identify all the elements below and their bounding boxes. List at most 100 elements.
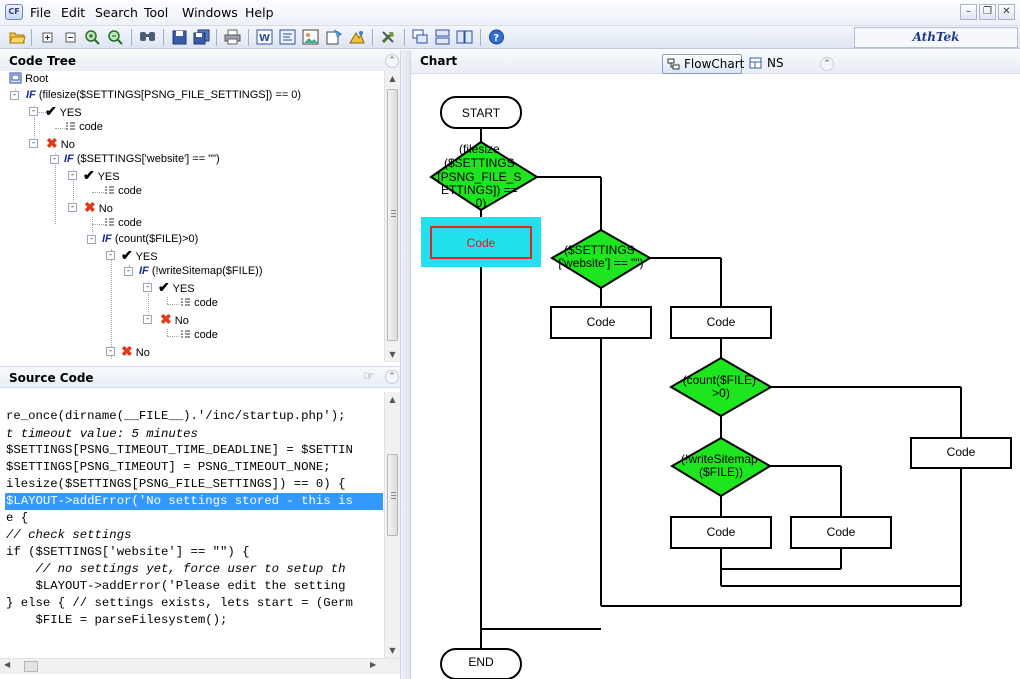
pin-icon[interactable]: ☞ <box>363 369 375 384</box>
cross-icon: ✖ <box>84 199 96 215</box>
collapse-icon[interactable] <box>62 29 79 45</box>
tree-toggle[interactable]: - <box>10 91 19 100</box>
tree-toggle[interactable]: - <box>29 107 38 116</box>
expand-icon[interactable] <box>39 29 56 45</box>
find-icon[interactable] <box>139 29 156 45</box>
save-icon[interactable] <box>171 29 188 45</box>
help-icon[interactable]: ? <box>488 29 505 45</box>
tree-toggle[interactable]: - <box>143 315 152 324</box>
tree-node-code[interactable]: code <box>104 215 142 231</box>
flowchart-code-label: Code <box>827 525 856 539</box>
minimize-button[interactable]: – <box>960 4 977 20</box>
tree-node-label: No <box>60 139 75 151</box>
zoom-in-icon[interactable] <box>84 29 101 45</box>
flowchart-decision-2[interactable] <box>550 228 652 290</box>
tree-node-yes[interactable]: ✔ YES <box>158 279 195 295</box>
tree-node-label: (filesize($SETTINGS[PSNG_FILE_SETTINGS])… <box>38 89 302 101</box>
tab-flowchart[interactable]: FlowChart <box>662 54 744 74</box>
flowchart-code-block[interactable] <box>790 516 892 549</box>
tree-node-code[interactable]: code <box>65 119 103 135</box>
source-code-hscrollbar[interactable]: ◀ ▶ <box>0 658 400 674</box>
tree-node-root[interactable]: Root <box>9 71 48 87</box>
layout-horizontal-icon[interactable] <box>434 29 451 45</box>
tree-node-if[interactable]: IF (filesize($SETTINGS[PSNG_FILE_SETTING… <box>26 87 301 103</box>
flowchart-canvas[interactable]: START (filesize ($SETTINGS [PSNG_FILE_S … <box>411 74 1020 679</box>
tree-node-no[interactable]: ✖ No <box>121 343 150 359</box>
source-code-collapse-button[interactable]: ⌃ <box>385 370 399 384</box>
tree-toggle[interactable]: - <box>87 235 96 244</box>
scroll-up-icon[interactable]: ▲ <box>389 74 396 83</box>
scroll-up-icon[interactable]: ▲ <box>389 395 396 404</box>
flowchart-decision-3[interactable] <box>669 356 773 418</box>
scroll-down-icon[interactable]: ▼ <box>389 350 396 359</box>
close-button[interactable]: ✕ <box>998 4 1015 20</box>
tree-node-code[interactable]: code <box>104 183 142 199</box>
export-code-icon[interactable] <box>279 29 296 45</box>
flowchart-code-block[interactable] <box>550 306 652 339</box>
tree-node-yes[interactable]: ✔ YES <box>83 167 120 183</box>
flowchart-code-block-selected[interactable] <box>430 226 532 259</box>
tree-node-no[interactable]: ✖ No <box>46 135 75 151</box>
panel-splitter[interactable] <box>400 50 411 679</box>
tree-node-yes[interactable]: ✔ YES <box>121 247 158 263</box>
scroll-right-icon[interactable]: ▶ <box>370 660 377 669</box>
flowchart-end-node[interactable] <box>440 648 522 679</box>
flowchart-code-block[interactable] <box>910 437 1012 469</box>
menu-edit[interactable]: Edit <box>61 5 86 20</box>
flowchart-start-node[interactable] <box>440 96 522 129</box>
scrollbar-thumb[interactable] <box>24 661 38 672</box>
cross-icon: ✖ <box>46 135 58 151</box>
menu-help[interactable]: Help <box>245 5 274 20</box>
tree-node-no[interactable]: ✖ No <box>160 311 189 327</box>
print-icon[interactable] <box>224 29 241 45</box>
flowchart-code-block[interactable] <box>670 306 772 339</box>
svg-text:W: W <box>259 33 270 44</box>
chart-collapse-button[interactable]: ⌃ <box>820 57 834 71</box>
tab-ns-chart[interactable]: NS Chart <box>746 54 820 88</box>
tree-node-if[interactable]: IF (count($FILE)>0) <box>102 231 198 247</box>
export-word-icon[interactable]: W <box>256 29 273 45</box>
zoom-out-icon[interactable] <box>107 29 124 45</box>
flowchart-code-block[interactable] <box>670 516 772 549</box>
decision-4-line: (!writeSitemap <box>681 452 758 466</box>
tree-toggle[interactable]: - <box>143 283 152 292</box>
code-tree-collapse-button[interactable]: ⌃ <box>385 54 399 68</box>
tree-toggle[interactable]: - <box>50 155 59 164</box>
tree-node-yes[interactable]: ✔ YES <box>45 103 82 119</box>
scrollbar-thumb[interactable] <box>387 89 398 341</box>
toolbar-separator <box>131 29 132 46</box>
tree-toggle[interactable]: - <box>106 251 115 260</box>
export-image-icon[interactable] <box>302 29 319 45</box>
source-code-vscrollbar[interactable]: ▲ ▼ <box>384 392 400 658</box>
settings-icon[interactable] <box>380 29 397 45</box>
menu-windows[interactable]: Windows <box>182 5 238 20</box>
tree-toggle[interactable]: - <box>68 171 77 180</box>
tree-toggle[interactable]: - <box>68 203 77 212</box>
export-other-icon[interactable] <box>348 29 365 45</box>
scroll-down-icon[interactable]: ▼ <box>389 646 396 655</box>
menu-search[interactable]: Search <box>95 5 138 20</box>
tree-node-if[interactable]: IF (!writeSitemap($FILE)) <box>139 263 262 279</box>
scroll-left-icon[interactable]: ◀ <box>4 660 11 669</box>
tree-toggle[interactable]: - <box>124 267 133 276</box>
save-all-icon[interactable] <box>193 29 210 45</box>
tree-node-if[interactable]: IF ($SETTINGS['website'] == "") <box>64 151 220 167</box>
source-code-editor[interactable]: re_once(dirname(__FILE__).'/inc/startup.… <box>0 392 384 658</box>
open-folder-icon[interactable] <box>9 29 26 45</box>
restore-button[interactable]: ❐ <box>979 4 996 20</box>
ns-chart-icon <box>749 57 762 69</box>
tree-node-code[interactable]: code <box>180 327 218 343</box>
menu-tool[interactable]: Tool <box>144 5 169 20</box>
flowchart-decision-4[interactable] <box>670 436 772 498</box>
layout-cascade-icon[interactable] <box>412 29 429 45</box>
menu-file[interactable]: File <box>30 5 51 20</box>
export-file-icon[interactable] <box>325 29 342 45</box>
scrollbar-thumb[interactable] <box>387 454 398 536</box>
tree-node-code[interactable]: code <box>180 295 218 311</box>
tree-toggle[interactable]: - <box>106 347 115 356</box>
tree-toggle[interactable]: - <box>29 139 38 148</box>
tree-node-no[interactable]: ✖ No <box>84 199 113 215</box>
flowchart-decision-1[interactable] <box>429 140 539 212</box>
layout-vertical-icon[interactable] <box>456 29 473 45</box>
code-tree-scrollbar[interactable]: ▲ ▼ <box>384 71 400 362</box>
